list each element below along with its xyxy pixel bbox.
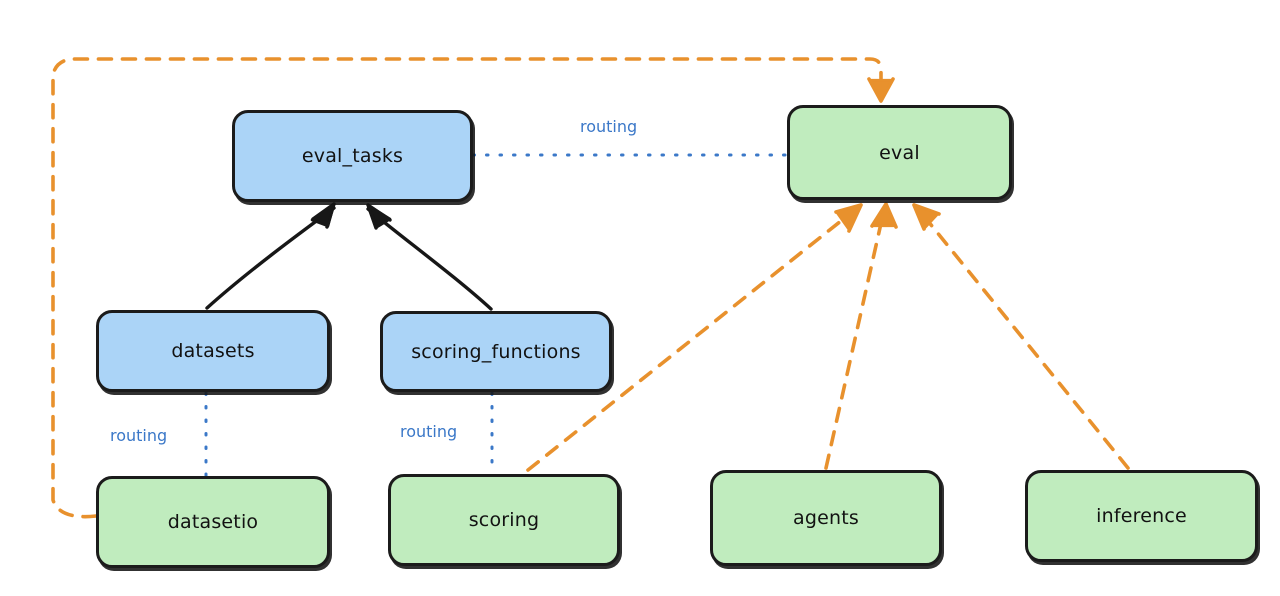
node-label-scoring: scoring: [468, 509, 540, 531]
edge-label-routing-scoring: routing: [400, 422, 458, 441]
node-agents[interactable]: agents: [710, 470, 942, 566]
node-label-eval-tasks: eval_tasks: [301, 145, 404, 167]
node-label-datasets: datasets: [171, 340, 255, 362]
node-label-inference: inference: [1096, 505, 1187, 527]
edge-inference-to-eval: [912, 203, 1130, 470]
node-datasetio[interactable]: datasetio: [96, 476, 330, 568]
node-label-agents: agents: [793, 507, 859, 529]
edge-agents-to-eval: [824, 202, 898, 470]
edge-label-routing-eval: routing: [580, 117, 638, 136]
edge-datasetio-to-eval: [51, 57, 895, 519]
node-datasets[interactable]: datasets: [96, 310, 330, 392]
node-label-scoring-functions: scoring_functions: [411, 340, 581, 363]
node-scoring[interactable]: scoring: [388, 474, 620, 566]
edge-datasets-to-eval-tasks: [205, 202, 336, 310]
node-inference[interactable]: inference: [1025, 470, 1258, 562]
node-label-eval: eval: [879, 141, 920, 164]
node-eval[interactable]: eval: [787, 105, 1012, 200]
node-scoring-functions[interactable]: scoring_functions: [380, 311, 612, 392]
edge-scoring-functions-to-eval-tasks: [366, 203, 493, 311]
node-label-datasetio: datasetio: [167, 511, 259, 533]
edge-label-routing-datasetio: routing: [110, 426, 168, 445]
node-eval-tasks[interactable]: eval_tasks: [232, 110, 473, 202]
